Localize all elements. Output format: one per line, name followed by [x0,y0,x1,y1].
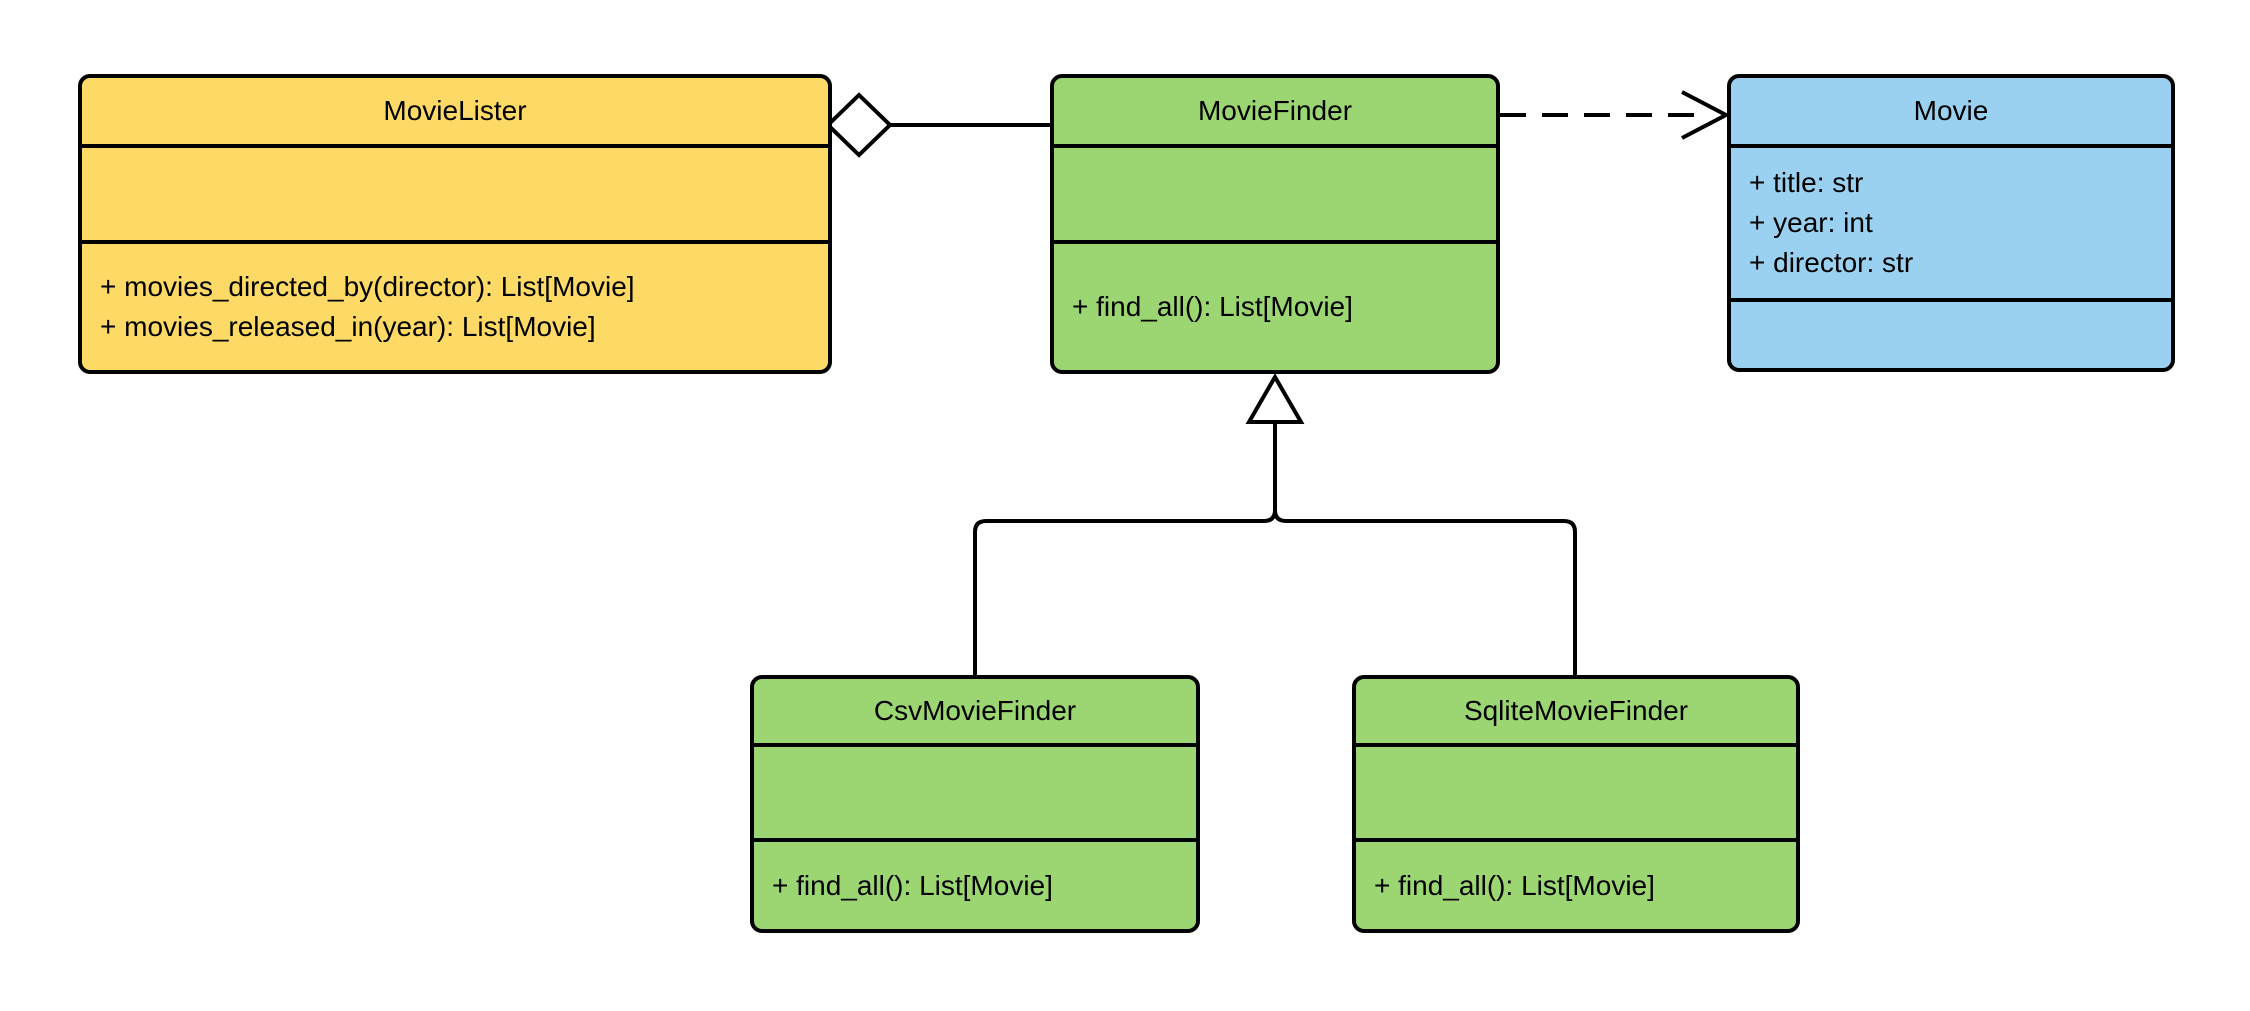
aggregation-diamond-icon [825,92,893,158]
class-name: MovieLister [383,95,527,126]
class-title: Movie [1731,78,2171,148]
method-line: + find_all(): List[Movie] [1374,869,1655,901]
class-csvmoviefinder: CsvMovieFinder + find_all(): List[Movie] [750,675,1200,933]
class-name: CsvMovieFinder [873,695,1077,726]
class-sqlitemoviefinder: SqliteMovieFinder + find_all(): List[Mov… [1352,675,1800,933]
attributes-compartment [1356,747,1796,842]
method-line: + movies_released_in(year): List[Movie] [100,311,596,342]
methods-compartment: + find_all(): List[Movie] [754,842,1196,929]
class-name: SqliteMovieFinder [1463,695,1689,726]
methods-compartment [1731,302,2171,368]
attribute-line: + title: str [1749,167,1864,198]
attribute-line: + director: str [1749,247,1914,278]
class-title: MovieFinder [1054,78,1496,148]
class-moviefinder: MovieFinder + find_all(): List[Movie] [1050,74,1500,374]
class-movie: Movie + title: str + year: int + directo… [1727,74,2175,372]
method-line: + find_all(): List[Movie] [1072,291,1353,322]
attribute-line: + year: int [1749,207,1873,238]
generalization-triangle-icon [1245,373,1305,424]
attributes-compartment: + title: str + year: int + director: str [1731,148,2171,302]
class-name: Movie [1913,95,1989,126]
class-title: SqliteMovieFinder [1356,679,1796,747]
dependency-arrowhead-icon [1681,90,1731,140]
generalization-connector-line [973,422,1577,675]
class-title: MovieLister [82,78,828,148]
class-title: CsvMovieFinder [754,679,1196,747]
class-name: MovieFinder [1197,95,1353,126]
methods-compartment: + movies_directed_by(director): List[Mov… [82,244,828,370]
class-movielister: MovieLister + movies_directed_by(directo… [78,74,832,374]
methods-compartment: + find_all(): List[Movie] [1054,244,1496,370]
attributes-compartment [754,747,1196,842]
method-line: + find_all(): List[Movie] [772,869,1053,901]
attributes-compartment [82,148,828,244]
attributes-compartment [1054,148,1496,244]
methods-compartment: + find_all(): List[Movie] [1356,842,1796,929]
method-line: + movies_directed_by(director): List[Mov… [100,271,635,302]
